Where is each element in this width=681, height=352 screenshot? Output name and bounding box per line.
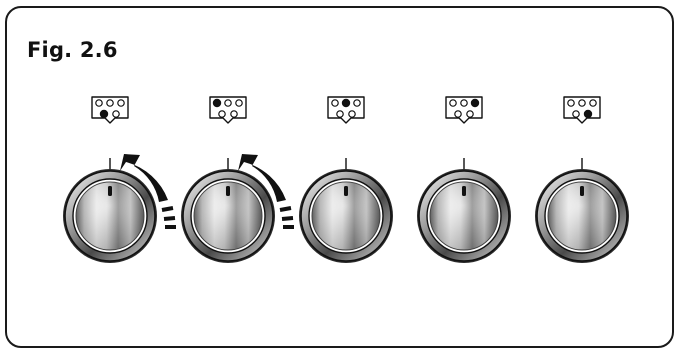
knob-cap-shade (312, 182, 380, 250)
control-knob-3[interactable] (299, 169, 393, 263)
rotation-arrow-icon (120, 154, 176, 229)
knob-pointer (580, 186, 584, 196)
burner-dot (112, 110, 120, 118)
burner-dot (218, 110, 226, 118)
figure-frame (5, 6, 674, 348)
rotation-trail-dash (281, 216, 294, 221)
burner-front-right-icon (563, 96, 601, 124)
active-burner-dot (583, 109, 593, 119)
burner-dot (224, 99, 232, 107)
control-knob-2[interactable] (181, 169, 275, 263)
knob-pointer (108, 186, 112, 196)
active-burner-dot (99, 109, 109, 119)
burner-rear-right-icon (445, 96, 483, 124)
burner-front-left-icon (91, 96, 129, 124)
burner-dot (460, 99, 468, 107)
burner-dot (117, 99, 125, 107)
knob-group-2 (181, 96, 294, 263)
burner-dot (589, 99, 597, 107)
burner-dot (235, 99, 243, 107)
rotation-trail-dash (161, 206, 174, 212)
burner-dot (567, 99, 575, 107)
knob-group-1 (63, 96, 176, 263)
knob-cap-shade (194, 182, 262, 250)
knob-group-5 (535, 96, 629, 263)
knob-pointer (226, 186, 230, 196)
burner-dot (454, 110, 462, 118)
knob-cap-shade (548, 182, 616, 250)
knob-cap-shade (76, 182, 144, 250)
rotation-trail-dash (279, 206, 292, 212)
burner-dot (449, 99, 457, 107)
burner-rear-left-icon (209, 96, 247, 124)
burner-dot (578, 99, 586, 107)
knob-cap-shade (430, 182, 498, 250)
control-knob-1[interactable] (63, 169, 157, 263)
burner-dot (348, 110, 356, 118)
burner-dot (331, 99, 339, 107)
knob-pointer (344, 186, 348, 196)
burner-dot (466, 110, 474, 118)
active-burner-dot (341, 98, 351, 108)
burner-dot (572, 110, 580, 118)
knob-pointer (462, 186, 466, 196)
burner-rear-center-icon (327, 96, 365, 124)
rotation-trail-dash (163, 216, 176, 221)
active-burner-dot (470, 98, 480, 108)
burner-dot (336, 110, 344, 118)
knob-group-4 (417, 96, 511, 263)
control-knob-5[interactable] (535, 169, 629, 263)
burner-dot (230, 110, 238, 118)
rotation-arrow-icon (238, 154, 294, 229)
active-burner-dot (212, 98, 222, 108)
control-knob-4[interactable] (417, 169, 511, 263)
burner-dot (106, 99, 114, 107)
burner-dot (353, 99, 361, 107)
burner-dot (95, 99, 103, 107)
knob-group-3 (299, 96, 393, 263)
figure-title: Fig. 2.6 (27, 38, 118, 62)
